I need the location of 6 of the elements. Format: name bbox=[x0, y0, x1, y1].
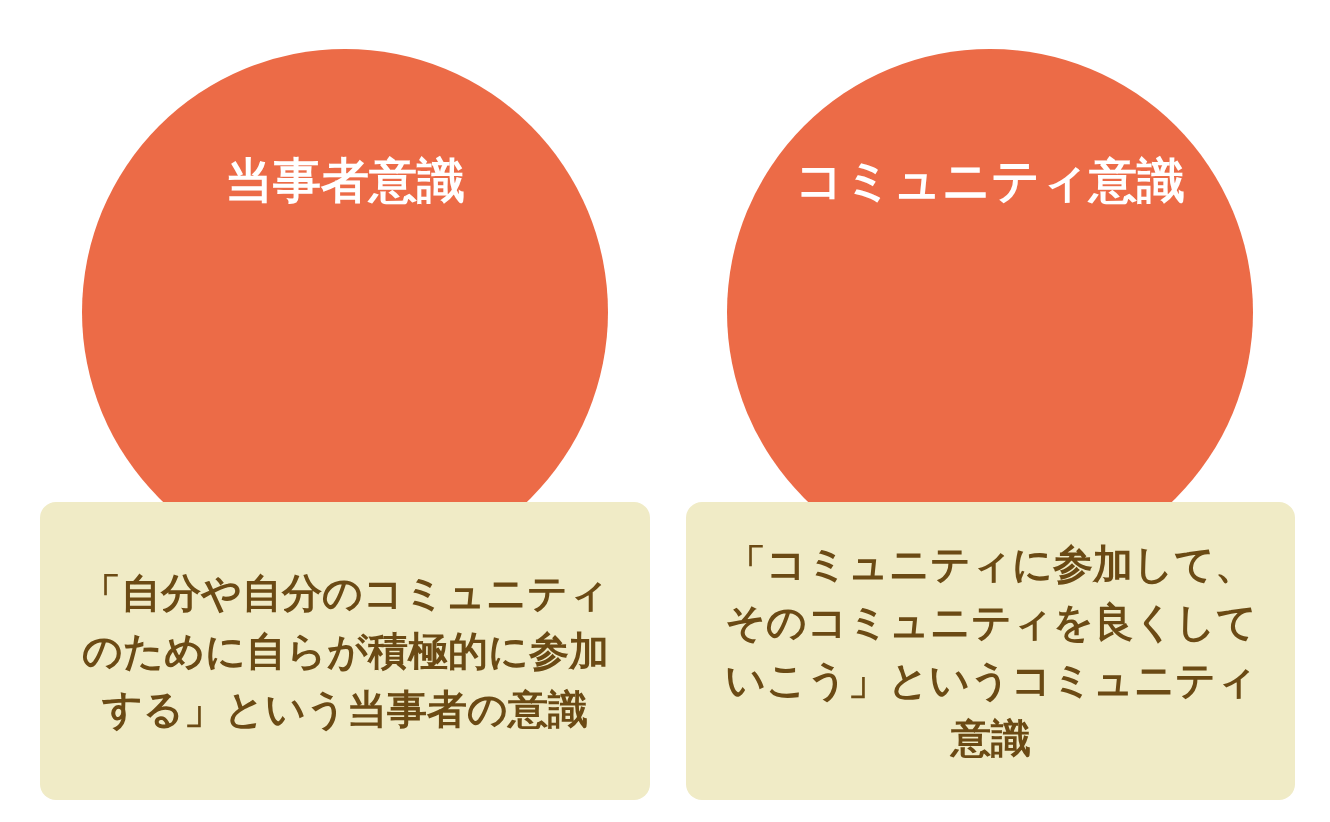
circle-label: コミュニティ意識 bbox=[795, 150, 1185, 210]
text-card bbox=[40, 502, 650, 800]
text-card bbox=[686, 502, 1295, 800]
card-text: 「コミュニティに参加して、そのコミュニティを良くしていこう」というコミュニティ意識 bbox=[723, 540, 1258, 763]
circle-label: 当事者意識 bbox=[225, 150, 465, 210]
card-text: 「自分や自分のコミュニティのために自らが積極的に参加する」という当事者の意識 bbox=[80, 569, 610, 734]
